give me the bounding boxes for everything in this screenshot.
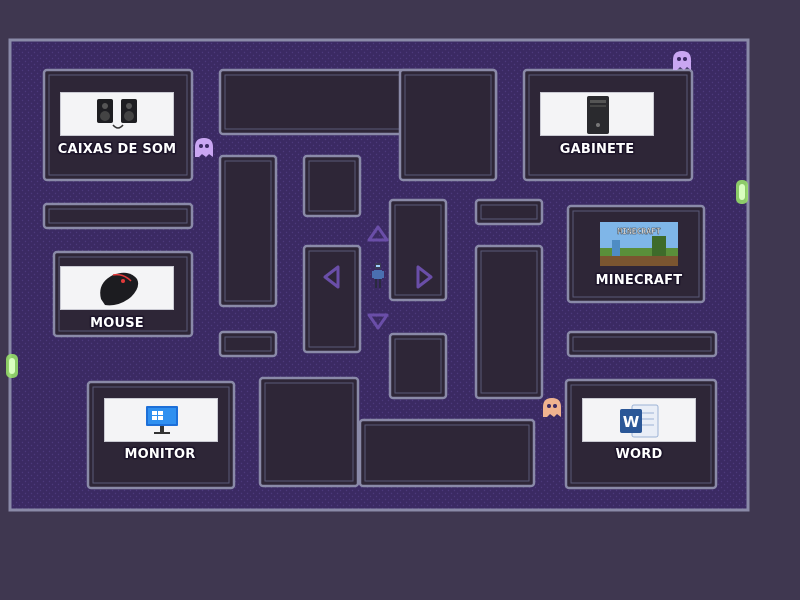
maze-wall-block <box>474 244 544 400</box>
maze-wall-block <box>218 154 278 308</box>
ghost-purple-top-right <box>673 51 691 70</box>
mouse-label: MOUSE <box>90 316 144 331</box>
maze-wall-block <box>218 330 278 358</box>
maze-wall-inner-edge <box>528 74 688 176</box>
maze-wall-block <box>302 244 362 354</box>
maze-wall-block <box>474 198 544 226</box>
maze-wall-inner-edge <box>394 338 442 394</box>
ghost-purple-left <box>195 138 213 157</box>
maze-wall-inner-edge <box>58 256 188 332</box>
monitor-tile <box>104 398 218 442</box>
monitor-label: MONITOR <box>124 447 196 462</box>
up-arrow[interactable] <box>366 224 390 244</box>
maze-wall-inner-edge <box>572 336 712 352</box>
maze-wall-block <box>358 418 536 488</box>
maze-wall-inner-edge <box>224 336 272 352</box>
maze-wall-block <box>388 332 448 400</box>
maze-wall-inner-edge <box>48 208 188 224</box>
monitor-icon <box>146 406 178 434</box>
word-tile: W <box>582 398 696 442</box>
maze-wall-inner-edge <box>308 250 356 348</box>
caixas-de-som-tile <box>60 92 174 136</box>
mouse-icon <box>100 272 139 306</box>
maze-wall-block <box>388 198 448 302</box>
right-arrow[interactable] <box>414 264 434 290</box>
maze-wall-inner-edge <box>572 210 700 298</box>
minecraft-cover-icon: MINECRAFT <box>600 222 678 266</box>
maze-wall-block <box>398 68 498 182</box>
word-logo-icon: W <box>620 404 659 438</box>
left-portal <box>6 354 18 378</box>
maze-wall-inner-edge <box>364 424 530 482</box>
maze-wall-inner-edge <box>48 74 188 176</box>
maze-wall-block <box>566 330 718 358</box>
word-label: WORD <box>615 447 663 462</box>
maze-wall-inner-edge <box>264 382 354 482</box>
left-arrow[interactable] <box>322 264 342 290</box>
maze-wall-inner-edge <box>480 250 538 394</box>
down-arrow[interactable] <box>366 311 390 331</box>
pc-tower-icon <box>587 96 609 134</box>
gabinete-label: GABINETE <box>559 142 635 157</box>
maze-wall-block <box>258 376 360 488</box>
maze-wall-inner-edge <box>224 160 272 302</box>
caixas-de-som-label: CAIXAS DE SOM <box>57 142 177 157</box>
maze-wall-inner-edge <box>404 74 492 176</box>
mouse-tile <box>60 266 174 310</box>
maze-wall-inner-edge <box>480 204 538 220</box>
minecraft-logo-text: MINECRAFT <box>617 227 661 236</box>
maze-wall-inner-edge <box>308 160 356 212</box>
player-character <box>372 263 384 288</box>
maze-wall-block <box>42 202 194 230</box>
maze-wall-inner-edge <box>570 384 712 484</box>
ghost-orange <box>543 398 561 417</box>
maze-wall-inner-edge <box>394 204 442 296</box>
word-logo-letter: W <box>623 413 640 431</box>
maze-wall-block <box>302 154 362 218</box>
gabinete-tile <box>540 92 654 136</box>
speakers-icon <box>97 99 137 129</box>
right-portal <box>736 180 748 204</box>
maze-wall-inner-edge <box>92 386 230 484</box>
minecraft-tile: MINECRAFT <box>582 222 696 266</box>
minecraft-label: MINECRAFT <box>595 273 683 288</box>
